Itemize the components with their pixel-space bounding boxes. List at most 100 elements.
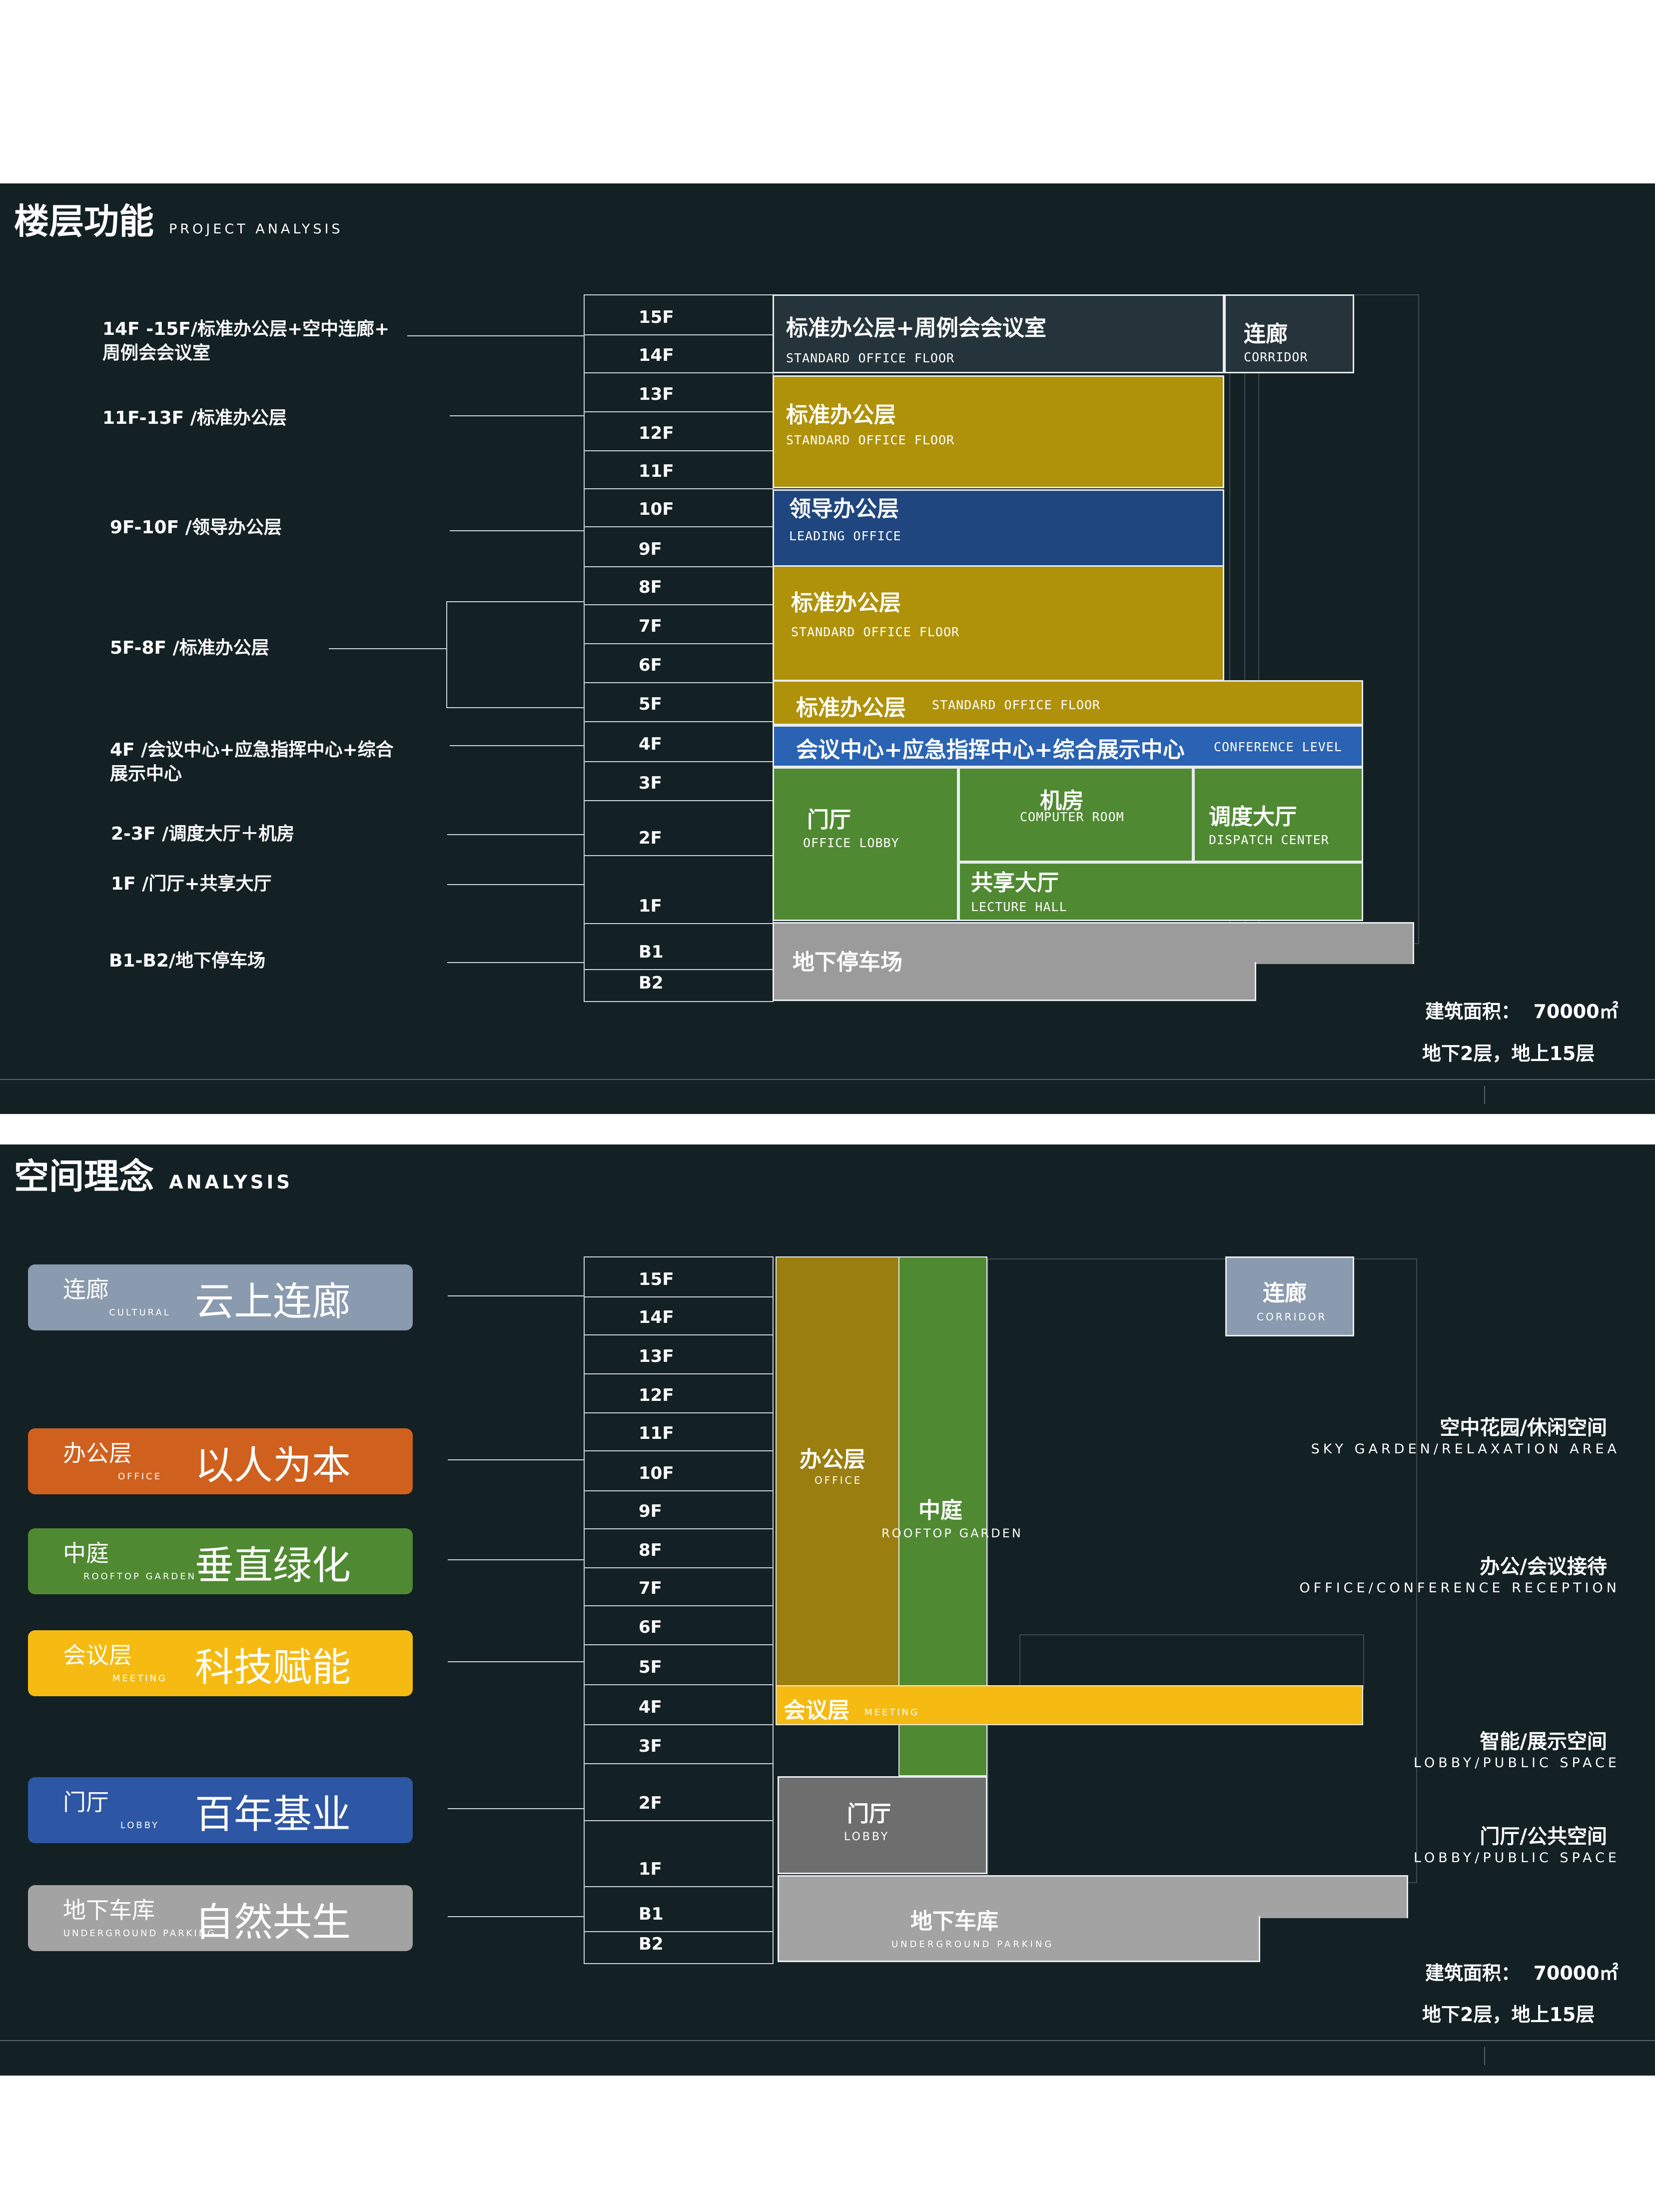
- floor-label: 10F: [639, 1463, 674, 1483]
- label-line: 14F -15F/标准办公层+空中连廊+: [102, 319, 390, 339]
- label-4f: 4F /会议中心+应急指挥中心+综合 展示中心: [110, 738, 394, 786]
- floor-row: 8F: [584, 567, 773, 605]
- tick-mark: [1484, 1086, 1485, 1104]
- label-11-13f: 11F-13F /标准办公层: [102, 408, 287, 428]
- panel-divider: [0, 1079, 1655, 1080]
- panel-divider: [0, 2040, 1655, 2041]
- leader-bracket: [446, 601, 447, 707]
- label-line: 周例会会议室: [102, 343, 211, 363]
- pill-slogan: 以人为本: [195, 1443, 351, 1488]
- block-subtitle: CONFERENCE LEVEL: [1214, 740, 1342, 754]
- block-subtitle: MEETING: [864, 1707, 919, 1718]
- floor-label: 3F: [639, 1736, 662, 1756]
- floor-label: 15F: [639, 307, 674, 327]
- leader-line: [448, 1916, 584, 1917]
- block-title: 连廊: [1244, 321, 1288, 347]
- label-b1-b2: B1-B2/地下停车场: [109, 951, 266, 971]
- label-line: 4F /会议中心+应急指挥中心+综合: [110, 740, 394, 760]
- floor-row: 1F: [584, 1821, 773, 1887]
- right-label-title: 办公/会议接待: [1480, 1555, 1607, 1578]
- block-subtitle: STANDARD OFFICE FLOOR: [786, 433, 955, 447]
- floor-row: 12F: [584, 1374, 773, 1413]
- floor-label: 8F: [639, 1540, 662, 1560]
- right-label-subtitle: LOBBY/PUBLIC SPACE: [1413, 1850, 1620, 1866]
- pill-label: 连廊: [63, 1276, 109, 1303]
- floor-label: 2F: [639, 828, 662, 848]
- leader-line: [450, 415, 585, 416]
- floor-table: [584, 1256, 774, 1964]
- block-subtitle: CORRIDOR: [1257, 1311, 1327, 1323]
- block-lobby: 门厅 LOBBY: [778, 1776, 987, 1874]
- floor-label: 14F: [639, 345, 674, 365]
- block-subtitle: STANDARD OFFICE FLOOR: [786, 351, 955, 365]
- pill-label: 中庭: [63, 1540, 109, 1567]
- leader-line: [447, 962, 585, 963]
- area-value: 70000㎡: [1533, 1962, 1619, 1984]
- block-corridor: 连廊 CORRIDOR: [1224, 294, 1354, 373]
- floor-row: B2: [584, 1932, 773, 1961]
- floor-label: 5F: [639, 694, 662, 714]
- block-subtitle: LECTURE HALL: [971, 900, 1067, 914]
- floor-row: 8F: [584, 1529, 773, 1568]
- building-grid: [1019, 1634, 1364, 1689]
- floor-row: 1F: [584, 856, 773, 924]
- block-parking-b2: [773, 962, 1256, 1001]
- block-parking-b1: [778, 1875, 1408, 1918]
- right-label-title: 门厅/公共空间: [1480, 1825, 1607, 1848]
- label-14-15f: 14F -15F/标准办公层+空中连廊+ 周例会会议室: [102, 317, 389, 365]
- block-4f: 会议中心+应急指挥中心+综合展示中心 CONFERENCE LEVEL: [773, 725, 1363, 767]
- title-en: ANALYSIS: [169, 1171, 293, 1193]
- block-title: 办公层: [800, 1447, 865, 1472]
- leader-line: [448, 1808, 584, 1809]
- floor-label: B1: [639, 1904, 664, 1924]
- pill-label: 会议层: [63, 1642, 132, 1669]
- floor-label: B2: [639, 973, 664, 993]
- floor-label: 12F: [639, 423, 674, 443]
- block-title: 标准办公层: [786, 402, 896, 428]
- block-title: 门厅: [847, 1801, 891, 1827]
- area-label: 建筑面积：: [1425, 1962, 1521, 1984]
- floor-label: 11F: [639, 1423, 674, 1443]
- floor-label: 9F: [639, 539, 662, 559]
- pill-slogan: 自然共生: [195, 1900, 351, 1945]
- floor-label: 7F: [639, 616, 662, 636]
- block-corridor: 连廊 CORRIDOR: [1225, 1256, 1354, 1336]
- area-stat: 建筑面积： 70000㎡: [1425, 996, 1619, 1024]
- floor-label: 1F: [639, 1859, 662, 1879]
- floor-label: 14F: [639, 1307, 674, 1327]
- floor-label: 3F: [639, 773, 662, 793]
- block-subtitle: STANDARD OFFICE FLOOR: [932, 698, 1101, 712]
- floor-row: 2F: [584, 1764, 773, 1821]
- block-title: 共享大厅: [971, 870, 1059, 896]
- leader-line: [448, 1661, 584, 1662]
- floor-row: B2: [584, 970, 773, 1000]
- floor-row: 9F: [584, 527, 773, 567]
- title-en: PROJECT ANALYSIS: [169, 221, 343, 237]
- floor-label: 4F: [639, 1697, 662, 1717]
- floor-row: B1: [584, 924, 773, 970]
- floor-label: 9F: [639, 1501, 662, 1521]
- floor-label: 13F: [639, 384, 674, 404]
- block-title: 机房: [1040, 788, 1084, 814]
- pill-sublabel: UNDERGROUND PARKING: [63, 1928, 217, 1939]
- label-9-10f: 9F-10F /领导办公层: [110, 517, 282, 538]
- floor-row: 12F: [584, 412, 773, 451]
- label-1f: 1F /门厅+共享大厅: [111, 874, 272, 894]
- parking-title: 地下车库: [910, 1909, 998, 1934]
- floor-row: 3F: [584, 762, 773, 801]
- floor-row: 4F: [584, 1685, 773, 1725]
- floor-row: 3F: [584, 1725, 773, 1764]
- block-title: 会议层: [784, 1698, 849, 1723]
- block-title: 会议中心+应急指挥中心+综合展示中心: [796, 737, 1185, 763]
- block-parking-b2: [778, 1916, 1260, 1962]
- pill-label: 地下车库: [63, 1897, 155, 1924]
- floor-row: 7F: [584, 605, 773, 644]
- right-label-subtitle: SKY GARDEN/RELAXATION AREA: [1311, 1441, 1620, 1457]
- floor-label: 6F: [639, 655, 662, 675]
- pill-sublabel: OFFICE: [117, 1471, 162, 1482]
